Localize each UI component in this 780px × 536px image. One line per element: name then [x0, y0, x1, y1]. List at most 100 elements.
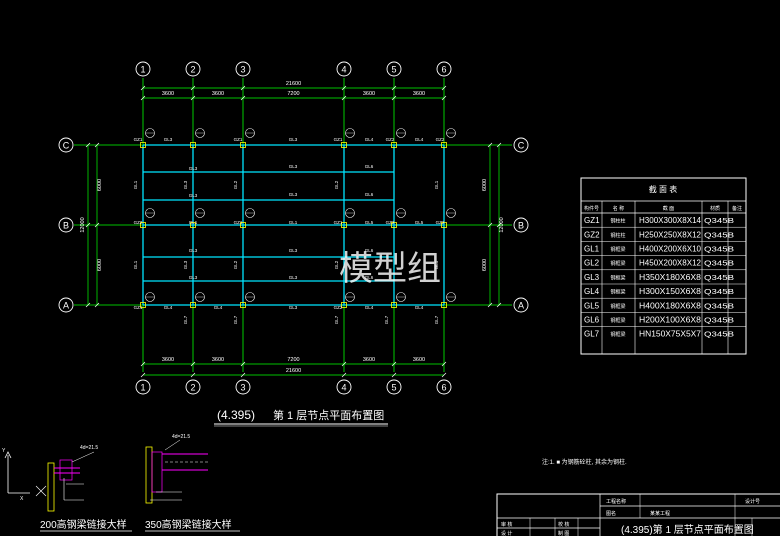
- axis-bubble-bottom-1-label: 1: [140, 383, 145, 393]
- axis-bubble-right-B-label: B: [518, 221, 524, 231]
- axis-bubble-bottom-6-label: 6: [441, 383, 446, 393]
- member-label: GL3: [164, 137, 173, 142]
- member-label: GL3: [189, 248, 198, 253]
- table-cell-id: GL7: [584, 330, 600, 339]
- member-label: GL6: [365, 192, 374, 197]
- table-cell-name: 钢框梁: [610, 246, 625, 253]
- table-cell-name: 钢柱柱: [610, 218, 625, 225]
- axis-bubble-right-A: [513, 297, 529, 313]
- table-cell-name: 钢柱柱: [610, 232, 625, 239]
- dim-left-tick: [94, 142, 100, 148]
- table-cell-material: Q345B: [704, 330, 734, 339]
- member-label: GZ1: [134, 305, 143, 310]
- dim-top-dim: 3600: [212, 91, 224, 97]
- member-label: GL5: [365, 220, 374, 225]
- member-label: GL2: [334, 260, 339, 269]
- table-cell-section: H450X200X8X12: [639, 259, 702, 268]
- member-label: GZ2: [386, 220, 395, 225]
- axis-bubble-top-2-label: 2: [190, 65, 195, 75]
- axis-bubble-top-1-label: 1: [140, 65, 145, 75]
- dim-top-tick: [240, 85, 246, 91]
- member-label: GL6: [365, 164, 374, 169]
- dim-bottom-tick: [140, 372, 146, 378]
- axis-bubble-top-2: [185, 61, 201, 77]
- table-cell-id: GL6: [584, 316, 600, 325]
- axis-bubble-bottom-2-label: 2: [190, 383, 195, 393]
- member-label: GL6: [365, 248, 374, 253]
- column-marker: [140, 142, 146, 148]
- member-label: GL4: [415, 137, 424, 142]
- axis-bubble-left-B-label: B: [63, 221, 69, 231]
- member-label: GZ1: [234, 137, 243, 142]
- dim-top-tick: [341, 85, 347, 91]
- dim-top-tick: [190, 85, 196, 91]
- tb-project-value: 某某工程: [650, 510, 670, 517]
- table-cell-material: Q345B: [704, 273, 734, 282]
- watermark: 模型组: [339, 249, 441, 289]
- dim-top-tick: [190, 95, 196, 101]
- dim-right-dim: 6000: [482, 259, 488, 271]
- table-cell-name: 钢框梁: [610, 303, 625, 310]
- column-markers: [140, 128, 456, 308]
- axis-bubble-left-B: [58, 217, 74, 233]
- dim-bottom-dim: 3600: [413, 357, 425, 363]
- table-header: 名 称: [613, 205, 624, 212]
- table-title: 截 面 表: [649, 184, 677, 194]
- member-label: GL1: [133, 260, 138, 269]
- dim-bottom-tick: [391, 372, 397, 378]
- column-marker: [441, 142, 447, 148]
- general-note: 注:1. ■ 为钢筋砼柱, 其余为钢柱.: [542, 458, 627, 466]
- dim-left-tick: [85, 142, 91, 148]
- dim-right-tick: [496, 302, 502, 308]
- table-cell-material: Q345B: [704, 230, 734, 239]
- axis-bubble-bottom-6: [436, 379, 452, 395]
- axis-bubble-top-5-label: 5: [391, 65, 396, 75]
- axis-bubble-right-C: [513, 137, 529, 153]
- dim-right-tick: [496, 222, 502, 228]
- dim-top-tick: [140, 85, 146, 91]
- axis-bubble-right-B: [513, 217, 529, 233]
- dim-top-tick: [140, 95, 146, 101]
- member-label: GL7: [384, 315, 389, 324]
- column-marker: [391, 142, 397, 148]
- column-marker: [240, 142, 246, 148]
- dim-top-tick: [240, 95, 246, 101]
- member-label: GL1: [434, 180, 439, 189]
- dim-top-dim: 7200: [287, 91, 299, 97]
- table-header: 构件号: [584, 205, 599, 212]
- detail1-bolt: 4d=21.5: [80, 445, 98, 451]
- table-cell-section: H300X150X6X8: [639, 287, 702, 296]
- member-label: GZ2: [334, 305, 343, 310]
- dim-left-tick: [94, 222, 100, 228]
- dim-right-tick: [496, 142, 502, 148]
- table-cell-name: 钢框梁: [610, 274, 625, 281]
- member-label: GL2: [334, 180, 339, 189]
- member-label: GZ1: [334, 137, 343, 142]
- tb-cell-2: 设 计: [501, 530, 512, 536]
- plan-title-level: (4.395): [217, 408, 255, 422]
- member-label: GZ1: [234, 220, 243, 225]
- dim-left-dim: 6000: [97, 259, 103, 271]
- member-label: GL7: [334, 315, 339, 324]
- member-label: GL3: [289, 137, 298, 142]
- table-header: 材质: [710, 205, 720, 212]
- table-cell-material: Q345B: [704, 316, 734, 325]
- tb-project-label: 工程名称: [606, 498, 626, 505]
- member-label: GL3: [189, 275, 198, 280]
- member-label: GL4: [164, 305, 173, 310]
- member-label: GL4: [365, 137, 374, 142]
- table-cell-id: GZ1: [584, 216, 600, 225]
- dim-top-tick: [441, 85, 447, 91]
- axis-bubble-top-5: [386, 61, 402, 77]
- dim-right-tick: [487, 222, 493, 228]
- dim-top-tick: [441, 95, 447, 101]
- axis-bubble-bottom-2: [185, 379, 201, 395]
- tb-cell-3: 制 图: [558, 530, 569, 536]
- dim-left-tick: [94, 302, 100, 308]
- svg-text:X: X: [20, 496, 24, 502]
- dim-left-total: 12000: [80, 217, 86, 232]
- axis-bubble-bottom-1: [135, 379, 151, 395]
- member-label: GZ2: [386, 137, 395, 142]
